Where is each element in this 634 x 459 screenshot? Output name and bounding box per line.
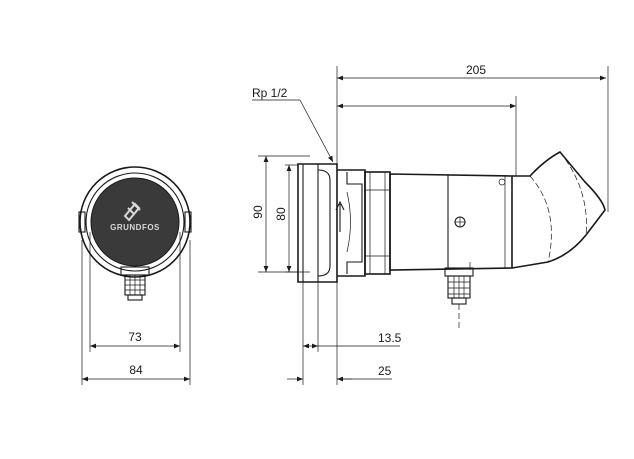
front-inner-ring <box>85 172 185 272</box>
dim-13-5-label: 13.5 <box>378 331 402 345</box>
dim-25-label: 25 <box>378 364 392 378</box>
motor-body <box>389 173 513 271</box>
front-face-plate <box>90 177 180 267</box>
dim-73-label: 73 <box>128 330 142 344</box>
dim-90-label: 90 <box>251 205 265 219</box>
side-dimensions: 205 Rp 1/2 90 80 13.5 25 <box>251 63 609 385</box>
front-view: GRUNDFOS <box>78 166 192 301</box>
grundfos-logo-icon <box>123 201 141 222</box>
flow-arrow-icon <box>335 200 345 232</box>
thread-leader <box>299 99 334 163</box>
dim-80-label: 80 <box>274 207 288 221</box>
brand-label: GRUNDFOS <box>110 223 160 232</box>
side-view <box>297 150 606 330</box>
thread-label: Rp 1/2 <box>252 86 288 100</box>
right-lug <box>184 211 192 233</box>
pump-housing <box>337 169 366 277</box>
dim-84-label: 84 <box>129 363 143 377</box>
dim-205-label: 205 <box>466 63 486 77</box>
front-dimensions: 73 84 <box>81 232 191 385</box>
left-lug <box>78 211 86 233</box>
union-nut <box>364 171 391 275</box>
elbow-outlet <box>511 150 606 269</box>
